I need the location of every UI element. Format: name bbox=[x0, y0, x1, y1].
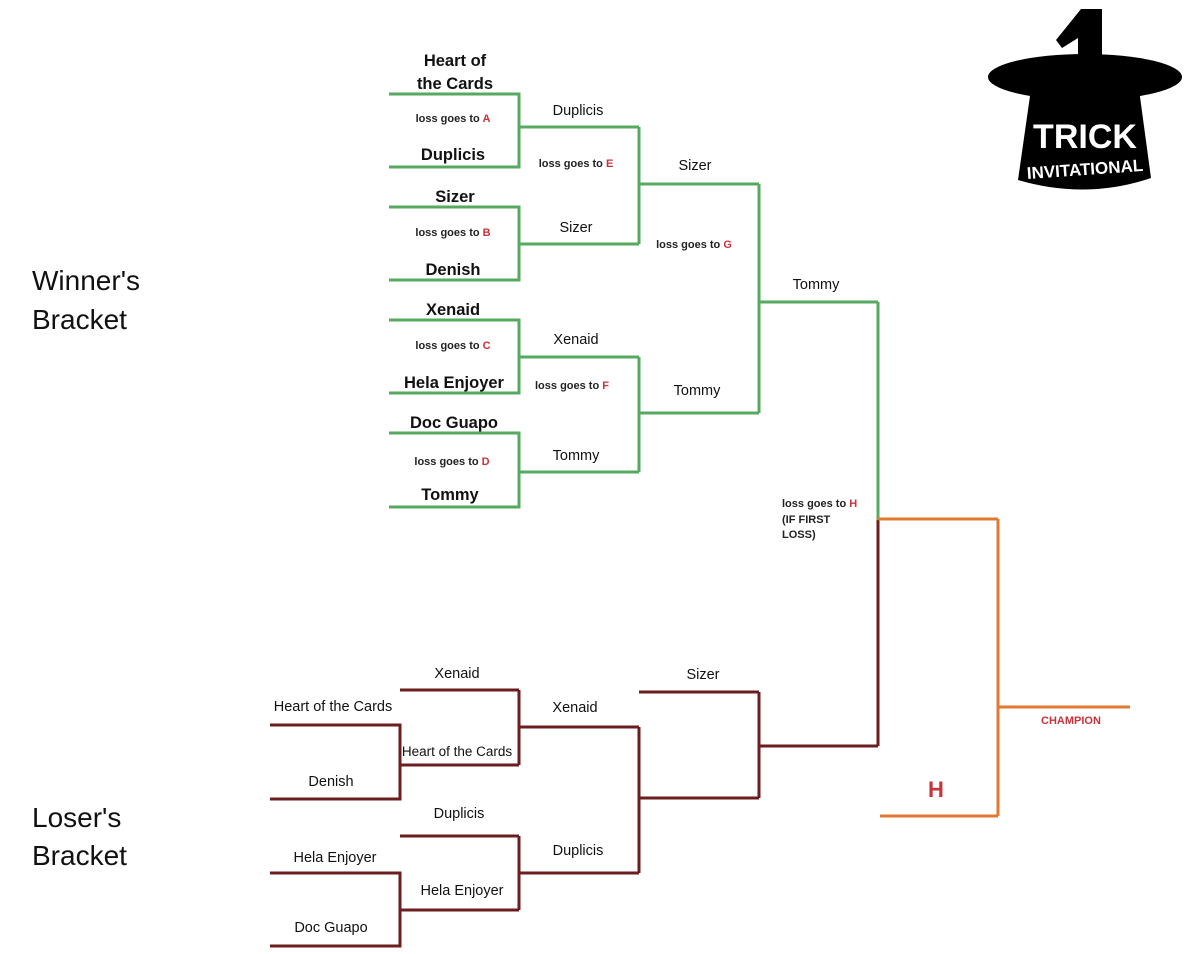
wb-loss-note-h-line2: (IF FIRST bbox=[782, 514, 831, 526]
winners-bracket-lines bbox=[389, 92, 880, 520]
wb-loss-note-h-line3: LOSS) bbox=[782, 529, 816, 541]
lb-r2m2-top: Duplicis bbox=[434, 806, 485, 822]
winners-bracket-label-1: Winner's bbox=[32, 265, 140, 296]
wb-r1-match4 bbox=[389, 431, 521, 509]
losers-bracket-label-2: Bracket bbox=[32, 840, 127, 871]
lb-r1m1-bottom: Denish bbox=[308, 774, 353, 790]
hat-crown bbox=[1018, 82, 1151, 190]
logo-number-shape bbox=[1056, 9, 1102, 86]
wb-r2m1-bottom: Sizer bbox=[559, 220, 592, 236]
wb-loss-note-h: loss goes to H bbox=[782, 498, 857, 510]
lb-r1m1-top: Heart of the Cards bbox=[274, 699, 392, 715]
wb-final-winner: Tommy bbox=[793, 277, 840, 293]
grand-final-lines bbox=[878, 517, 1130, 818]
lb-r1m2-bottom: Doc Guapo bbox=[294, 920, 367, 936]
logo-trick-text: TRICK bbox=[1033, 118, 1137, 156]
wb-r2m2-bottom: Tommy bbox=[553, 448, 600, 464]
trick-invitational-logo: TRICK INVITATIONAL bbox=[988, 9, 1182, 190]
lb-r2m1-top: Xenaid bbox=[434, 666, 479, 682]
wb-r1m3-top: Xenaid bbox=[426, 301, 480, 319]
lb-r2m2-bottom: Hela Enjoyer bbox=[420, 883, 503, 899]
lb-r2m1-bottom: Heart of the Cards bbox=[402, 744, 513, 759]
wb-r1m1-bottom: Duplicis bbox=[421, 146, 485, 164]
lb-r1m2-top: Hela Enjoyer bbox=[293, 850, 376, 866]
wb-loss-note-g: loss goes to G bbox=[656, 239, 732, 251]
losers-bracket-label-1: Loser's bbox=[32, 802, 121, 833]
wb-r3-top: Sizer bbox=[678, 158, 711, 174]
wb-r1-match1 bbox=[389, 92, 521, 169]
wb-r1m4-top: Doc Guapo bbox=[410, 414, 498, 432]
wb-r1m1-top-line1: Heart of bbox=[424, 52, 487, 70]
lb-r3-bottom: Duplicis bbox=[553, 843, 604, 859]
wb-r1m2-top: Sizer bbox=[435, 188, 475, 206]
lb-r3-top: Xenaid bbox=[552, 700, 597, 716]
gf-slot-h: H bbox=[928, 777, 944, 802]
wb-r2m1-top: Duplicis bbox=[553, 103, 604, 119]
lb-r1-match1 bbox=[270, 723, 402, 801]
wb-r3-bottom: Tommy bbox=[674, 383, 721, 399]
wb-r1m2-bottom: Denish bbox=[425, 261, 480, 279]
champion-label: CHAMPION bbox=[1041, 715, 1101, 727]
wb-loss-note-f: loss goes to F bbox=[535, 380, 609, 392]
wb-loss-note-c: loss goes to C bbox=[415, 340, 490, 352]
wb-loss-note-e: loss goes to E bbox=[539, 158, 614, 170]
wb-r1m4-bottom: Tommy bbox=[421, 486, 479, 504]
wb-loss-note-d: loss goes to D bbox=[414, 456, 489, 468]
wb-loss-note-a: loss goes to A bbox=[416, 113, 491, 125]
lb-r4-top: Sizer bbox=[686, 667, 719, 683]
losers-bracket-lines bbox=[270, 520, 880, 948]
wb-loss-note-b: loss goes to B bbox=[415, 227, 490, 239]
wb-r1m1-top-line2: the Cards bbox=[417, 75, 493, 93]
wb-r2m2-top: Xenaid bbox=[553, 332, 598, 348]
winners-bracket-label-2: Bracket bbox=[32, 304, 127, 335]
wb-r1m3-bottom: Hela Enjoyer bbox=[404, 374, 505, 392]
